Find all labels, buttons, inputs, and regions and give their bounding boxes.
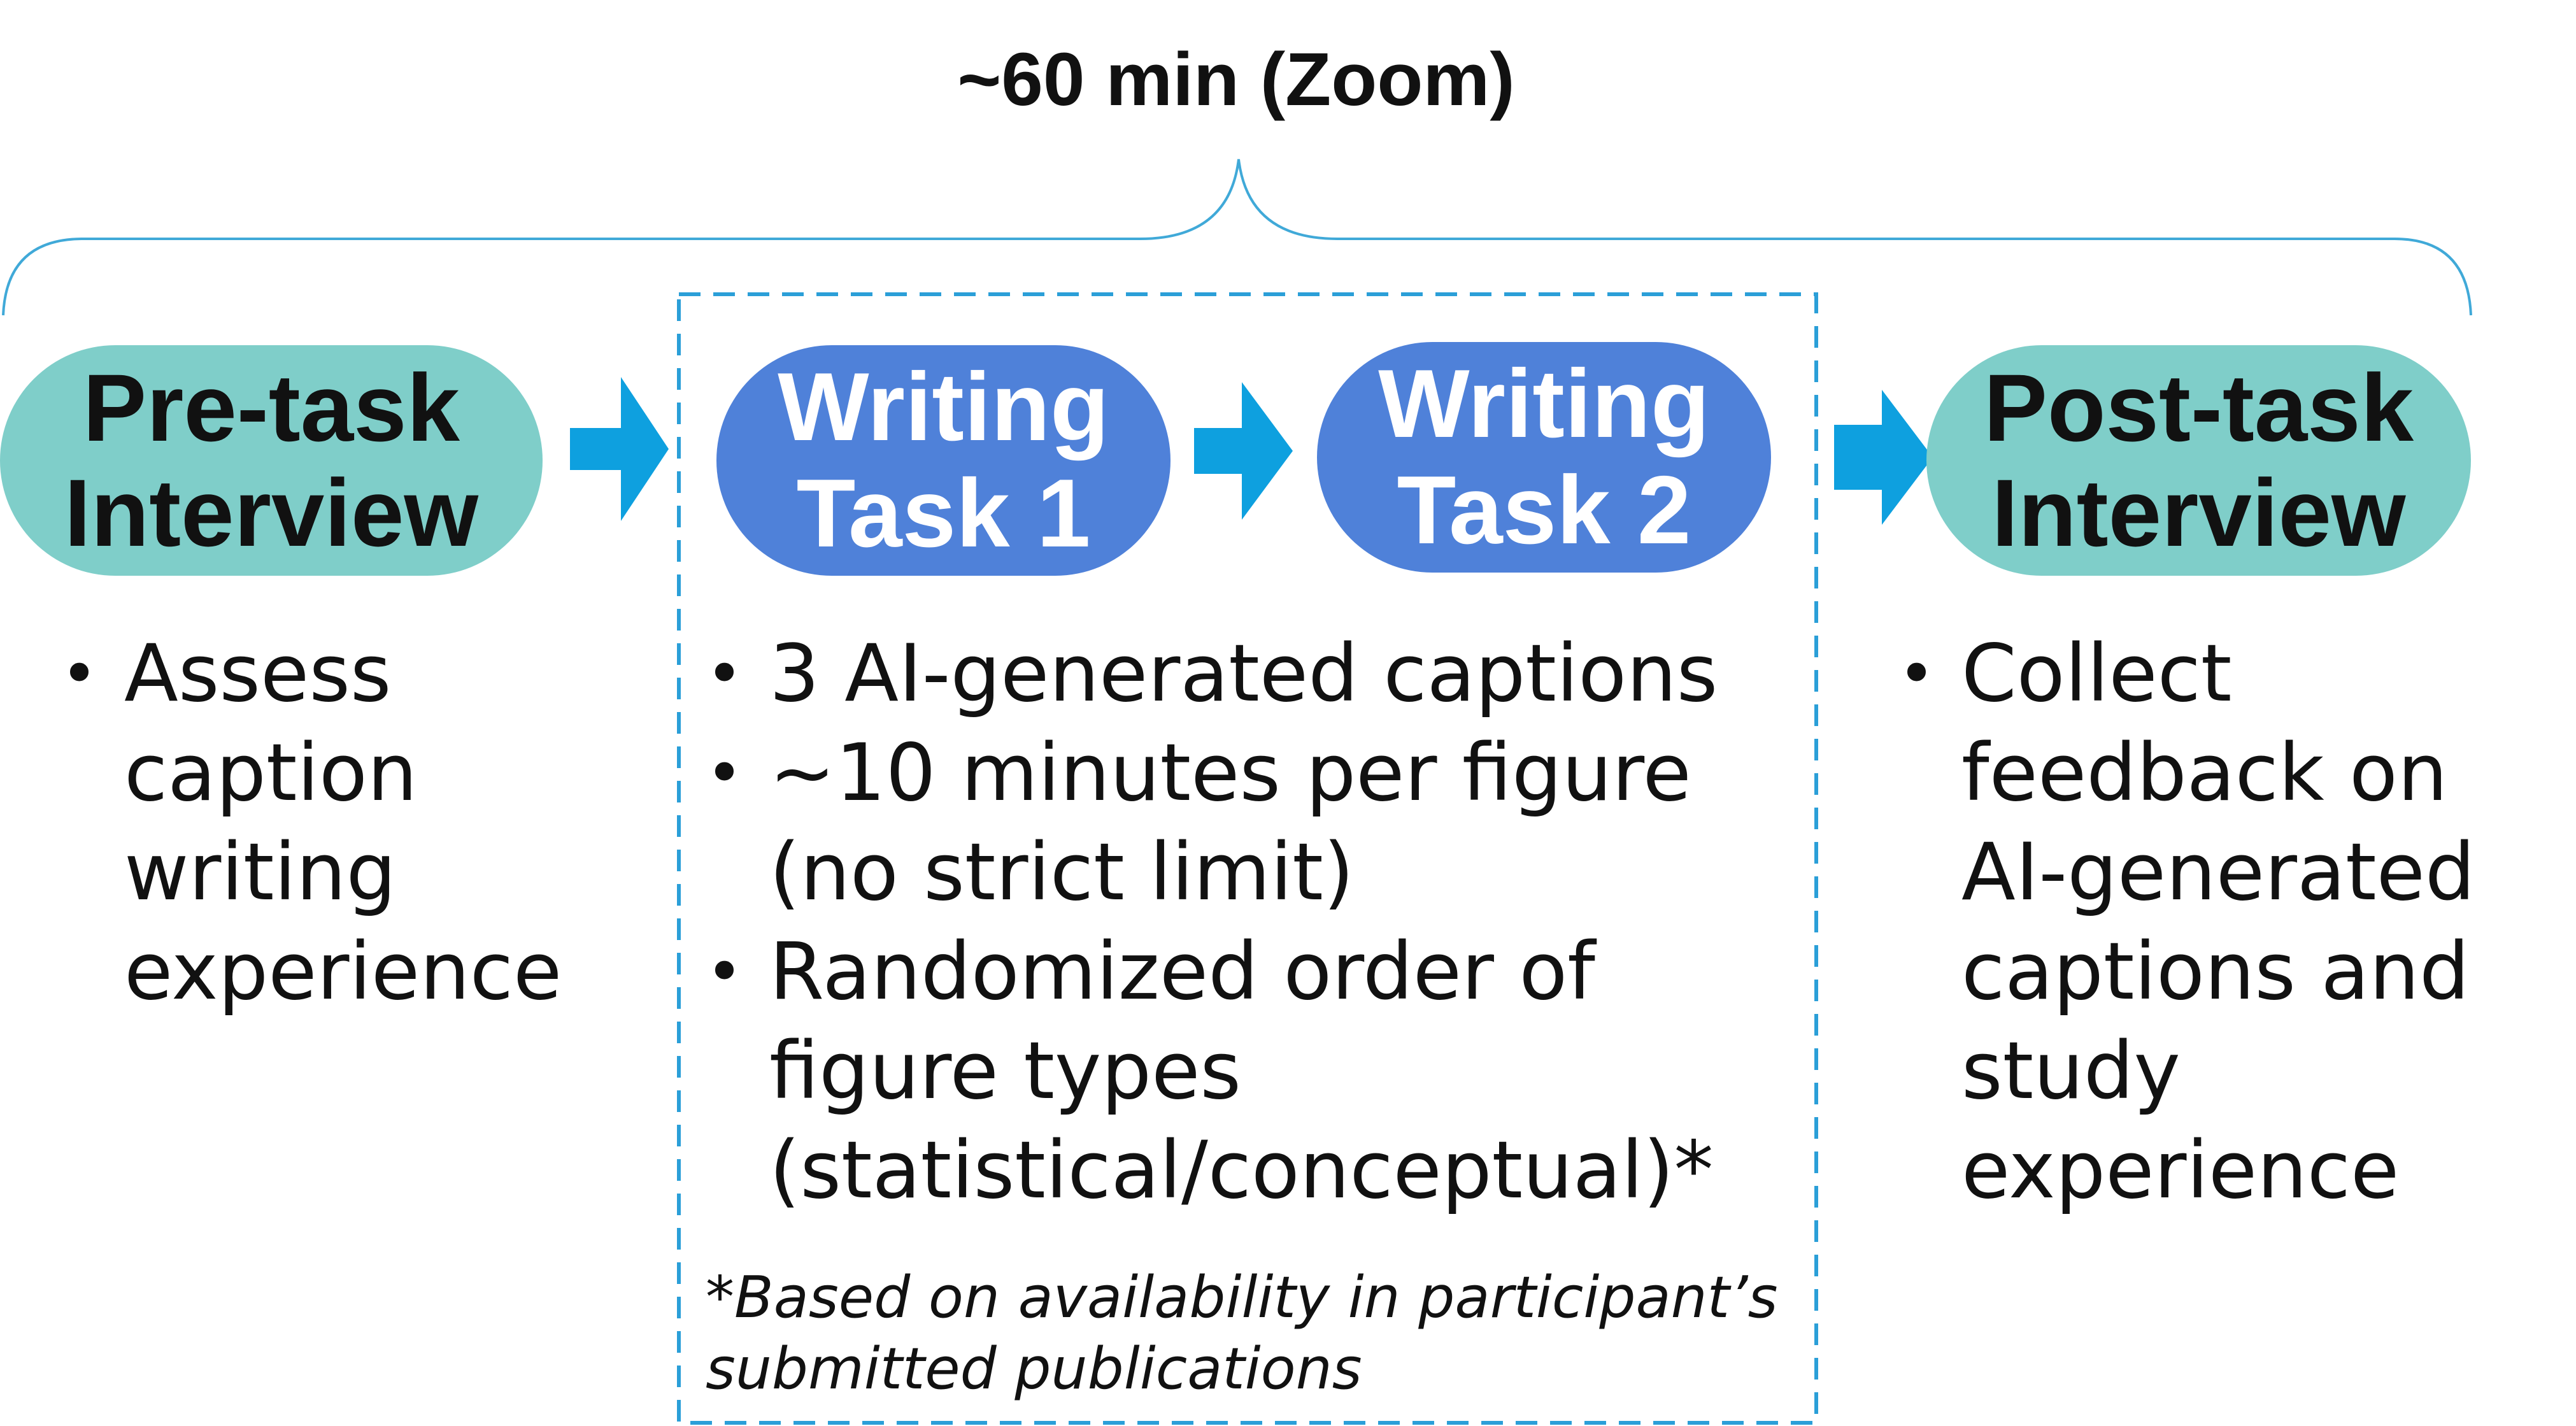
session-brace <box>2 159 2472 316</box>
writing-task-bullet-list: 3 AI-generated captions ~10 minutes per … <box>706 624 1814 1220</box>
writing-phase-dashed-box <box>677 292 1818 1425</box>
session-duration-title: ~60 min (Zoom) <box>957 38 1515 122</box>
bullet-item: ~10 minutes per figure (no strict limit) <box>706 724 1814 922</box>
bullet-text: Randomized order of figure types (statis… <box>769 926 1714 1216</box>
arrow-right-icon <box>1194 382 1293 520</box>
stage-label-line: Writing <box>778 352 1109 461</box>
stage-label-line: Writing <box>1378 349 1710 458</box>
bullet-item: 3 AI-generated captions <box>706 624 1814 724</box>
bullet-text: 3 AI-generated captions <box>769 628 1718 720</box>
writing-task-1-stage: Writing Task 1 <box>716 345 1171 576</box>
bullet-text: ~10 minutes per figure (no strict limit) <box>769 727 1691 918</box>
stage-label-line: Task 2 <box>1397 456 1691 564</box>
availability-footnote: *Based on availability in participant’s … <box>706 1264 1778 1402</box>
pre-task-interview-stage: Pre-task Interview <box>0 345 543 576</box>
post-task-bullet-list: Collect feedback on AI-generated caption… <box>1898 624 2573 1220</box>
bullet-item: Randomized order of figure types (statis… <box>706 922 1814 1220</box>
bullet-text: Collect feedback on AI-generated caption… <box>1961 628 2475 1216</box>
stage-label-line: Task 1 <box>796 459 1091 567</box>
post-task-interview-stage: Post-task Interview <box>1926 345 2471 576</box>
stage-label-line: Interview <box>64 459 479 566</box>
stage-label-line: Post-task <box>1983 354 2414 461</box>
stage-label-line: Pre-task <box>82 354 460 461</box>
bullet-item: Assess caption writing experience <box>60 624 608 1022</box>
writing-task-2-stage: Writing Task 2 <box>1317 342 1771 573</box>
bullet-item: Collect feedback on AI-generated caption… <box>1898 624 2573 1220</box>
arrow-right-icon <box>1834 390 1933 525</box>
stage-label-line: Interview <box>1991 459 2406 566</box>
bullet-text: Assess caption writing experience <box>124 628 562 1018</box>
arrow-right-icon <box>570 377 669 521</box>
pre-task-bullet-list: Assess caption writing experience <box>60 624 608 1022</box>
